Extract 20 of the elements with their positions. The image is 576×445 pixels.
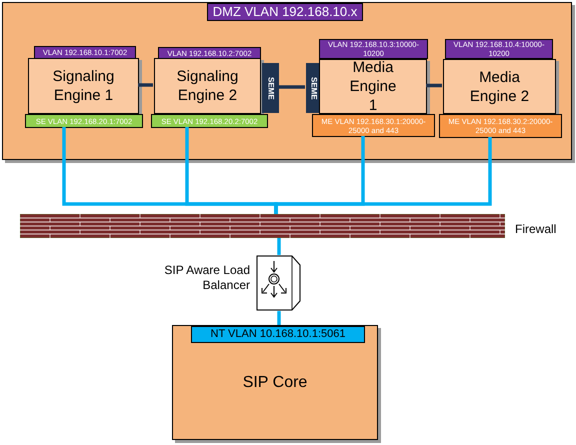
load-balancer-icon: [256, 255, 301, 311]
engine-box: Media Engine 2: [443, 59, 556, 114]
firewall-drawing: [20, 214, 505, 238]
connector-line: [277, 311, 281, 325]
core-box: [172, 325, 378, 440]
seme-bar: SEME: [262, 63, 279, 113]
connector-line: [274, 137, 492, 214]
engine-box: Signaling Engine 1: [28, 58, 139, 114]
firewall-label: Firewall: [515, 221, 558, 238]
connector-line: [277, 238, 281, 255]
engine-box: Signaling Engine 2: [154, 58, 261, 114]
connector-line: [138, 83, 153, 87]
engine-box: Media Engine 1: [319, 59, 427, 114]
node-label: SIP Aware Load Balancer: [163, 263, 250, 293]
connector-line: [426, 84, 442, 88]
controller-box: [2, 2, 572, 160]
connector-line: [278, 85, 305, 89]
vlan-tag: DMZ VLAN 192.168.10.x: [207, 3, 363, 21]
vlan-tag: NT VLAN 10.168.10.1:5061: [191, 326, 365, 343]
node-label: SIP Core: [242, 372, 308, 392]
